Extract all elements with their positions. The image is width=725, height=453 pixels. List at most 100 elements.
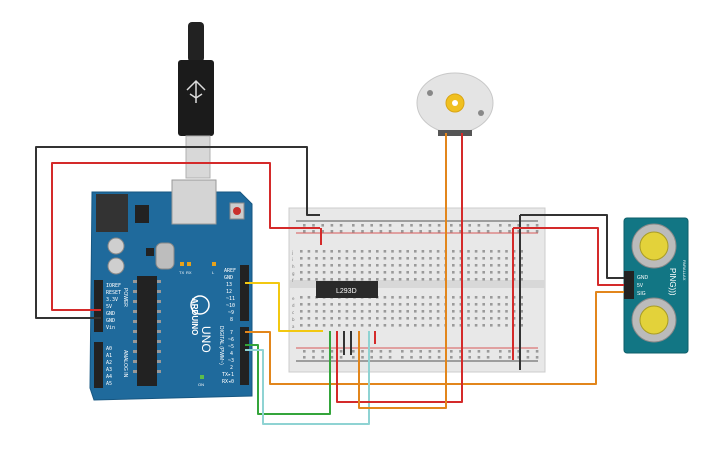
breadboard-hole[interactable]: [406, 310, 409, 313]
breadboard-hole[interactable]: [406, 250, 409, 253]
breadboard-hole[interactable]: [512, 310, 516, 313]
breadboard-hole[interactable]: [482, 264, 485, 267]
breadboard-hole[interactable]: [379, 224, 383, 227]
breadboard-hole[interactable]: [321, 224, 324, 227]
breadboard-hole[interactable]: [398, 324, 402, 327]
breadboard-hole[interactable]: [490, 310, 493, 313]
breadboard-hole[interactable]: [482, 296, 485, 299]
breadboard-hole[interactable]: [338, 324, 341, 327]
breadboard-hole[interactable]: [482, 317, 485, 320]
breadboard-hole[interactable]: [520, 250, 523, 253]
breadboard-hole[interactable]: [307, 310, 311, 313]
breadboard-hole[interactable]: [467, 257, 470, 260]
breadboard-hole[interactable]: [535, 356, 539, 359]
breadboard-hole[interactable]: [497, 303, 501, 306]
breadboard-hole[interactable]: [520, 324, 523, 327]
breadboard-hole[interactable]: [452, 257, 455, 260]
breadboard-hole[interactable]: [520, 317, 523, 320]
breadboard-hole[interactable]: [315, 310, 318, 313]
breadboard-hole[interactable]: [512, 317, 516, 320]
breadboard-hole[interactable]: [421, 278, 425, 281]
breadboard-hole[interactable]: [474, 310, 478, 313]
breadboard-hole[interactable]: [459, 250, 463, 253]
arduino-uno-board[interactable]: IOREF RESET 3.3V 5V GND GND Vin A0 A1 A2…: [89, 179, 253, 401]
breadboard-hole[interactable]: [505, 250, 508, 253]
breadboard-hole[interactable]: [436, 324, 440, 327]
breadboard-hole[interactable]: [391, 271, 394, 274]
breadboard-hole[interactable]: [505, 324, 508, 327]
breadboard-hole[interactable]: [398, 317, 402, 320]
breadboard-hole[interactable]: [388, 230, 392, 233]
reset-button-cap[interactable]: [233, 207, 241, 215]
breadboard-hole[interactable]: [322, 317, 326, 320]
breadboard-hole[interactable]: [368, 310, 371, 313]
breadboard-hole[interactable]: [490, 250, 493, 253]
breadboard-hole[interactable]: [497, 250, 501, 253]
breadboard-hole[interactable]: [307, 278, 311, 281]
breadboard-hole[interactable]: [421, 324, 425, 327]
breadboard-hole[interactable]: [421, 264, 425, 267]
breadboard-hole[interactable]: [339, 350, 343, 353]
breadboard-hole[interactable]: [436, 250, 440, 253]
breadboard-hole[interactable]: [383, 310, 387, 313]
breadboard-hole[interactable]: [482, 324, 485, 327]
breadboard-hole[interactable]: [330, 310, 333, 313]
breadboard-hole[interactable]: [368, 317, 371, 320]
dc-motor[interactable]: [416, 72, 494, 136]
breadboard-hole[interactable]: [376, 278, 379, 281]
wire-red-motor[interactable]: [336, 133, 463, 403]
breadboard-hole[interactable]: [339, 230, 343, 233]
breadboard-hole[interactable]: [410, 230, 413, 233]
breadboard-hole[interactable]: [370, 350, 373, 353]
breadboard-hole[interactable]: [421, 296, 425, 299]
breadboard-hole[interactable]: [512, 257, 516, 260]
breadboard-hole[interactable]: [429, 317, 432, 320]
breadboard-hole[interactable]: [383, 317, 387, 320]
breadboard-hole[interactable]: [477, 230, 481, 233]
wires[interactable]: [35, 133, 624, 425]
breadboard-hole[interactable]: [353, 324, 356, 327]
breadboard-hole[interactable]: [512, 264, 516, 267]
breadboard-hole[interactable]: [398, 278, 402, 281]
breadboard-hole[interactable]: [303, 350, 306, 353]
wire-yellow-pin13[interactable]: [245, 282, 323, 332]
breadboard-hole[interactable]: [303, 356, 306, 359]
l293d-chip[interactable]: L293D: [316, 281, 378, 298]
breadboard-hole[interactable]: [499, 350, 502, 353]
breadboard-hole[interactable]: [338, 271, 341, 274]
breadboard-hole[interactable]: [467, 264, 470, 267]
breadboard-hole[interactable]: [361, 356, 364, 359]
breadboard-hole[interactable]: [360, 271, 364, 274]
breadboard-hole[interactable]: [477, 356, 481, 359]
breadboard-hole[interactable]: [419, 350, 422, 353]
breadboard-hole[interactable]: [414, 310, 417, 313]
breadboard-hole[interactable]: [437, 224, 441, 227]
breadboard-hole[interactable]: [512, 324, 516, 327]
breadboard-hole[interactable]: [388, 224, 392, 227]
breadboard-hole[interactable]: [486, 230, 490, 233]
breadboard-hole[interactable]: [398, 271, 402, 274]
breadboard-hole[interactable]: [383, 264, 387, 267]
breadboard-hole[interactable]: [497, 271, 501, 274]
breadboard-hole[interactable]: [490, 296, 493, 299]
breadboard-hole[interactable]: [330, 257, 333, 260]
wire-orange-pin7[interactable]: [245, 291, 624, 385]
breadboard-hole[interactable]: [468, 350, 471, 353]
breadboard-hole[interactable]: [406, 264, 409, 267]
breadboard-hole[interactable]: [315, 264, 318, 267]
breadboard-hole[interactable]: [312, 224, 315, 227]
breadboard-hole[interactable]: [368, 257, 371, 260]
breadboard-hole[interactable]: [450, 356, 453, 359]
breadboard-hole[interactable]: [345, 324, 349, 327]
breadboard-hole[interactable]: [482, 310, 485, 313]
breadboard-hole[interactable]: [322, 271, 326, 274]
breadboard-hole[interactable]: [368, 278, 371, 281]
breadboard-hole[interactable]: [330, 317, 333, 320]
breadboard-hole[interactable]: [508, 224, 511, 227]
breadboard-hole[interactable]: [517, 224, 520, 227]
breadboard-hole[interactable]: [459, 257, 463, 260]
breadboard-hole[interactable]: [428, 356, 432, 359]
breadboard-hole[interactable]: [401, 350, 404, 353]
breadboard-hole[interactable]: [421, 250, 425, 253]
